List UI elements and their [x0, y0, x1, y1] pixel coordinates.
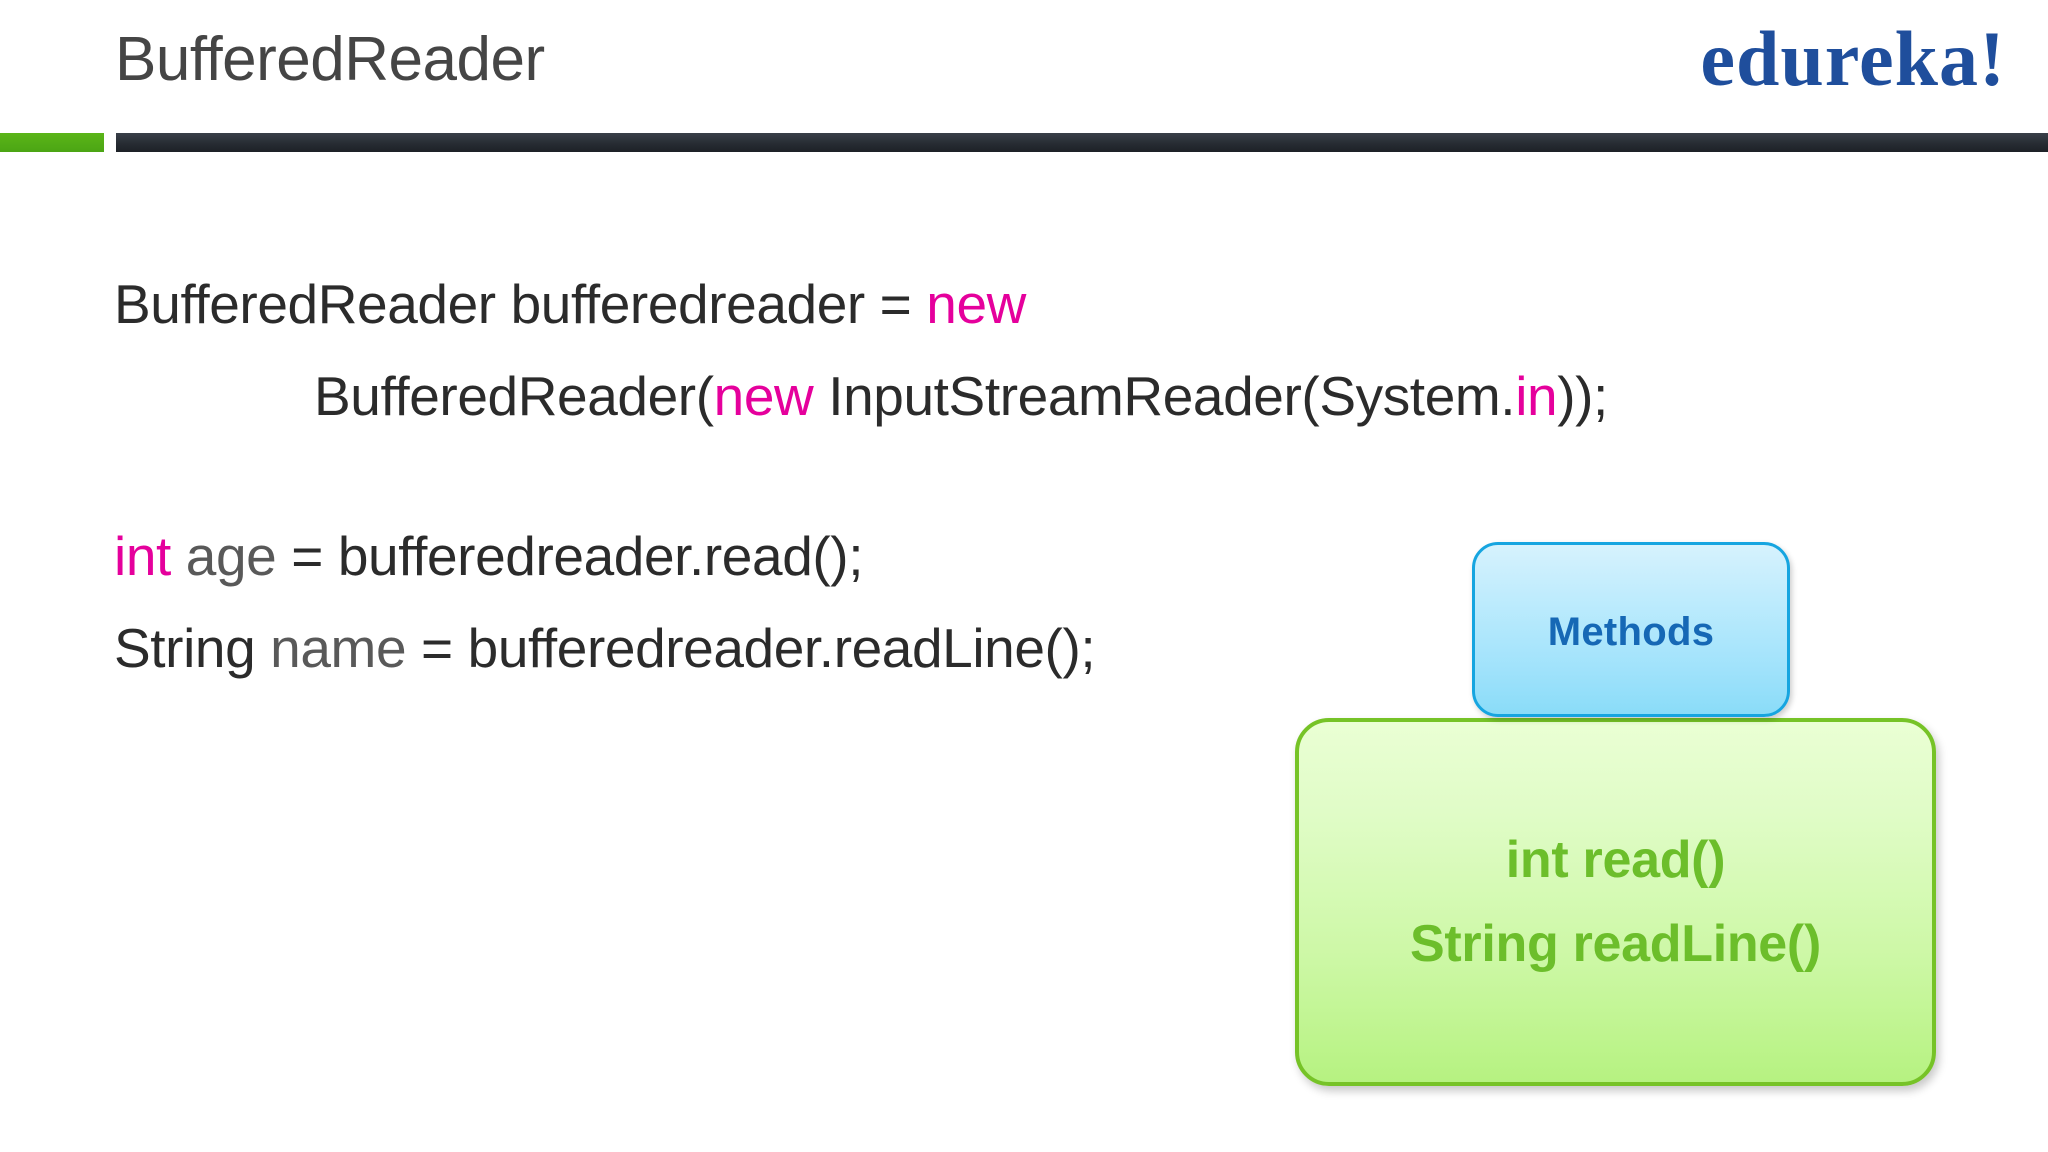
code-line: BufferedReader(new InputStreamReader(Sys… [114, 350, 1814, 442]
methods-callout-box: Methods [1472, 542, 1790, 717]
code-identifier: name [270, 617, 407, 679]
code-keyword: new [713, 365, 814, 427]
code-line: BufferedReader bufferedreader = new [114, 258, 1814, 350]
code-line: String name = bufferedreader.readLine(); [114, 602, 1814, 694]
code-keyword: new [926, 273, 1026, 335]
method-signature-line: String readLine() [1410, 915, 1821, 973]
code-text: BufferedReader bufferedreader = [114, 273, 927, 335]
method-signature-line: int read() [1505, 831, 1726, 889]
method-signatures-callout-box: int read() String readLine() [1295, 718, 1936, 1086]
code-text: String [114, 617, 256, 679]
code-text [171, 525, 186, 587]
header-accent-bar [0, 133, 104, 152]
code-text: = bufferedreader.read(); [276, 525, 864, 587]
code-keyword: in [1515, 365, 1558, 427]
code-text: BufferedReader( [314, 365, 714, 427]
code-text: InputStreamReader(System. [813, 365, 1516, 427]
header-divider-bar [116, 133, 2048, 152]
page-title: BufferedReader [115, 25, 545, 94]
code-keyword: int [114, 525, 171, 587]
code-line: int age = bufferedreader.read(); [114, 510, 1814, 602]
code-line-blank [114, 442, 1814, 510]
methods-callout-label: Methods [1547, 609, 1715, 654]
code-identifier: age [185, 525, 277, 587]
code-text: = bufferedreader.readLine(); [406, 617, 1096, 679]
code-text: )); [1557, 365, 1608, 427]
edureka-logo: edureka! [1700, 15, 2006, 102]
code-text [255, 617, 270, 679]
